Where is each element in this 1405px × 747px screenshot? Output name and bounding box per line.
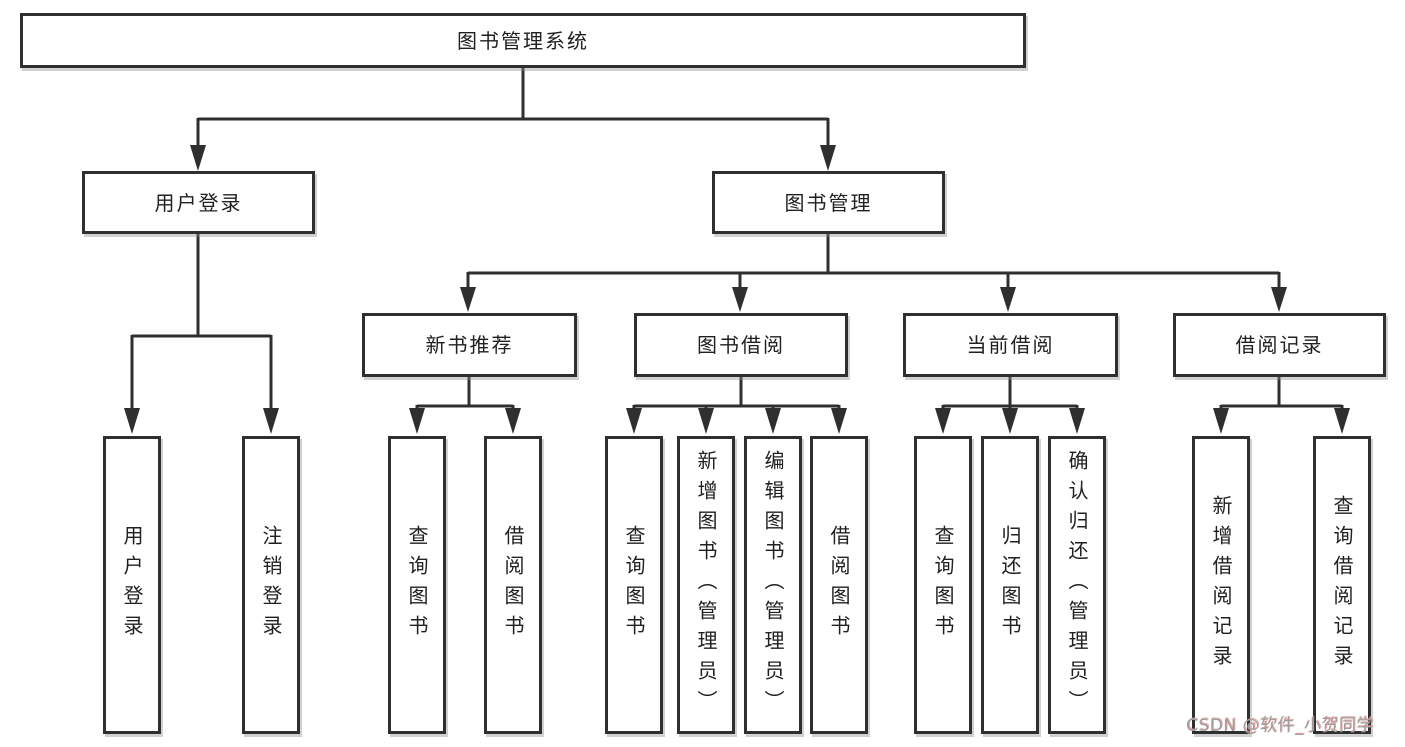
watermark: CSDN @软件_小贺同学 (1186, 716, 1374, 736)
leaf-user-login: 用户登录 (103, 436, 161, 734)
leaf-br-query-record: 查询借阅记录 (1313, 436, 1371, 734)
leaf-logout: 注销登录 (242, 436, 300, 734)
node-book-management-label: 图书管理 (784, 190, 873, 215)
leaf-br-add-record-label: 新增借阅记录 (1209, 495, 1233, 675)
node-book-borrow: 图书借阅 (634, 313, 848, 377)
node-user-login-label: 用户登录 (154, 190, 243, 215)
leaf-nbr-query-book-label: 查询图书 (405, 525, 429, 645)
leaf-nbr-borrow-book-label: 借阅图书 (501, 525, 525, 645)
leaf-bb-edit-book-admin: 编辑图书（管理员） (744, 436, 802, 734)
leaf-cb-confirm-return-admin-label: 确认归还（管理员） (1065, 450, 1089, 720)
arrowheads-group (124, 145, 1350, 434)
node-current-borrow-label: 当前借阅 (966, 333, 1055, 357)
leaf-bb-add-book-admin: 新增图书（管理员） (677, 436, 735, 734)
node-book-management: 图书管理 (712, 171, 945, 234)
leaf-bb-query-book: 查询图书 (605, 436, 663, 734)
leaf-nbr-borrow-book: 借阅图书 (484, 436, 542, 734)
leaf-cb-return-book: 归还图书 (981, 436, 1039, 734)
node-user-login: 用户登录 (82, 171, 315, 234)
leaf-br-query-record-label: 查询借阅记录 (1330, 495, 1354, 675)
leaf-cb-query-book-label: 查询图书 (931, 525, 955, 645)
node-borrow-record-label: 借阅记录 (1235, 333, 1324, 357)
node-borrow-record: 借阅记录 (1173, 313, 1386, 377)
leaf-br-add-record: 新增借阅记录 (1192, 436, 1250, 734)
leaf-bb-borrow-book: 借阅图书 (810, 436, 868, 734)
leaf-cb-confirm-return-admin: 确认归还（管理员） (1048, 436, 1106, 734)
leaf-cb-return-book-label: 归还图书 (998, 525, 1022, 645)
node-new-book-recommend-label: 新书推荐 (425, 333, 514, 357)
leaf-bb-query-book-label: 查询图书 (622, 525, 646, 645)
node-current-borrow: 当前借阅 (903, 313, 1118, 377)
leaf-nbr-query-book: 查询图书 (388, 436, 446, 734)
node-root-label: 图书管理系统 (457, 28, 589, 53)
leaf-user-login-label: 用户登录 (120, 525, 144, 645)
leaf-bb-borrow-book-label: 借阅图书 (827, 525, 851, 645)
leaf-bb-add-book-admin-label: 新增图书（管理员） (694, 450, 718, 720)
node-new-book-recommend: 新书推荐 (362, 313, 577, 377)
leaf-bb-edit-book-admin-label: 编辑图书（管理员） (761, 450, 785, 720)
leaf-logout-label: 注销登录 (259, 525, 283, 645)
node-root: 图书管理系统 (20, 13, 1026, 68)
node-book-borrow-label: 图书借阅 (697, 333, 785, 357)
leaf-cb-query-book: 查询图书 (914, 436, 972, 734)
